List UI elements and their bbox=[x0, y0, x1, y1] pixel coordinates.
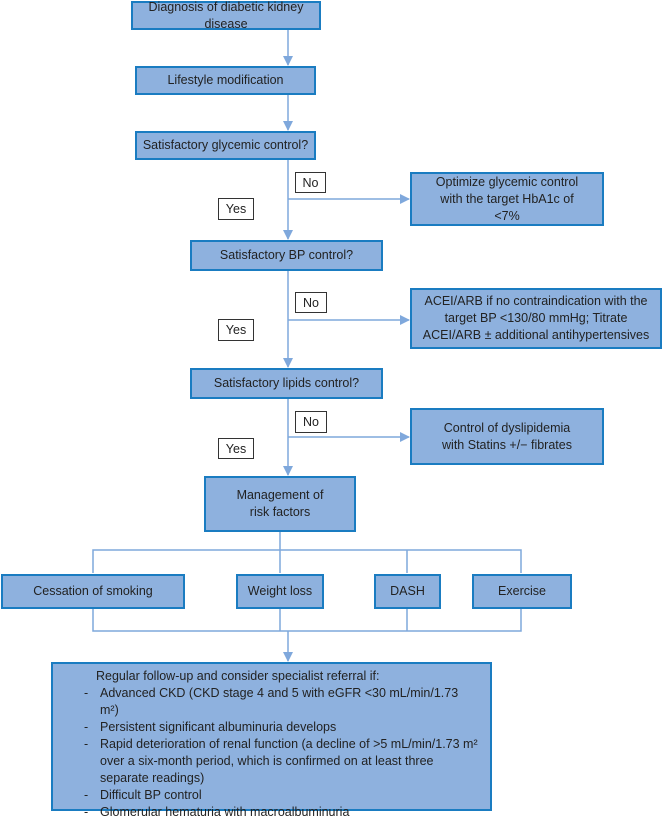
node-exercise: Exercise bbox=[472, 574, 572, 609]
node-bp-action: ACEI/ARB if no contraindication with the… bbox=[410, 288, 662, 349]
node-glycemic-action: Optimize glycemic control with the targe… bbox=[410, 172, 604, 226]
label-yes: Yes bbox=[218, 319, 254, 341]
followup-list: Advanced CKD (CKD stage 4 and 5 with eGF… bbox=[53, 685, 490, 821]
label-yes: Yes bbox=[218, 198, 254, 220]
node-glycemic-question: Satisfactory glycemic control? bbox=[135, 131, 316, 160]
node-lipids-action: Control of dyslipidemia with Statins +/−… bbox=[410, 408, 604, 465]
followup-item: Rapid deterioration of renal function (a… bbox=[53, 736, 490, 787]
label-no: No bbox=[295, 411, 327, 433]
node-dash: DASH bbox=[374, 574, 441, 609]
followup-item: Glomerular hematuria with macroalbuminur… bbox=[53, 804, 490, 821]
node-risk-factors: Management of risk factors bbox=[204, 476, 356, 532]
node-diagnosis: Diagnosis of diabetic kidney disease bbox=[131, 0, 321, 31]
join-risk-factors bbox=[92, 608, 522, 632]
node-lipids-question: Satisfactory lipids control? bbox=[190, 368, 383, 399]
node-smoking: Cessation of smoking bbox=[1, 574, 185, 609]
label-no: No bbox=[295, 292, 327, 313]
node-weight-loss: Weight loss bbox=[236, 574, 324, 609]
followup-item: Difficult BP control bbox=[53, 787, 490, 804]
label-yes: Yes bbox=[218, 438, 254, 459]
node-followup: Regular follow-up and consider specialis… bbox=[51, 662, 492, 821]
followup-item: Advanced CKD (CKD stage 4 and 5 with eGF… bbox=[53, 685, 490, 719]
followup-heading: Regular follow-up and consider specialis… bbox=[96, 669, 380, 683]
node-lifestyle: Lifestyle modification bbox=[135, 66, 316, 95]
label-no: No bbox=[295, 172, 326, 193]
followup-item: Persistent significant albuminuria devel… bbox=[53, 719, 490, 736]
branch-risk-factors bbox=[92, 531, 522, 573]
node-bp-question: Satisfactory BP control? bbox=[190, 240, 383, 271]
